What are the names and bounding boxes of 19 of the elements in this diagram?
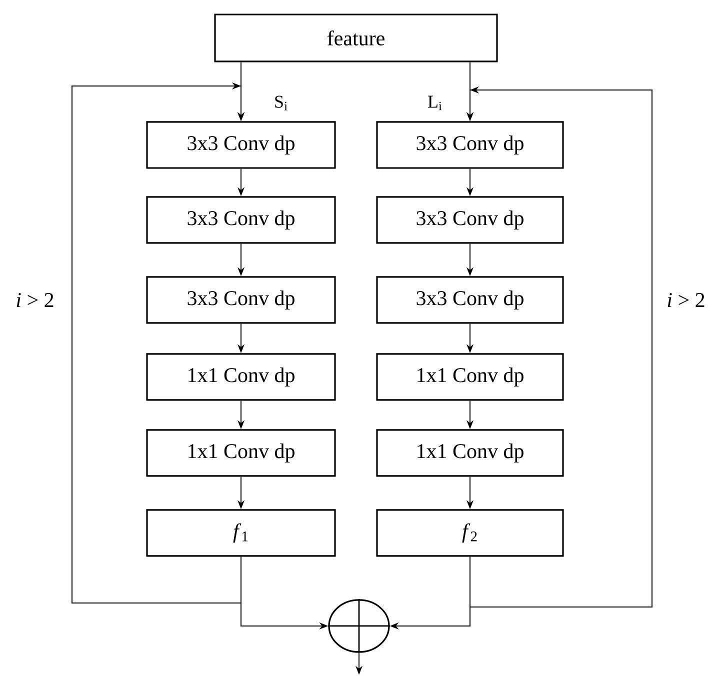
- process-box: f$_{1}$: [146, 509, 336, 557]
- process-box: f$_{2}$: [376, 509, 564, 557]
- process-box: 3x3 Conv dp: [146, 121, 336, 169]
- process-box: 3x3 Conv dp: [376, 276, 564, 324]
- edge-label: i > 2: [668, 293, 704, 307]
- arrow: [72, 82, 245, 604]
- process-box: 1x1 Conv dp: [376, 353, 564, 401]
- process-box: 1x1 Conv dp: [376, 429, 564, 477]
- process-box: feature: [214, 14, 498, 62]
- sum-symbol: [328, 598, 390, 654]
- process-box: 1x1 Conv dp: [146, 429, 336, 477]
- process-box: 3x3 Conv dp: [146, 196, 336, 244]
- edge-label: S$_{i}$: [275, 96, 288, 110]
- process-box: 3x3 Conv dp: [146, 276, 336, 324]
- process-box: 3x3 Conv dp: [376, 121, 564, 169]
- edge-label: L$_{i}$: [428, 96, 442, 110]
- process-box: 3x3 Conv dp: [376, 196, 564, 244]
- process-box: 1x1 Conv dp: [146, 353, 336, 401]
- edge-label: i > 2: [16, 293, 54, 307]
